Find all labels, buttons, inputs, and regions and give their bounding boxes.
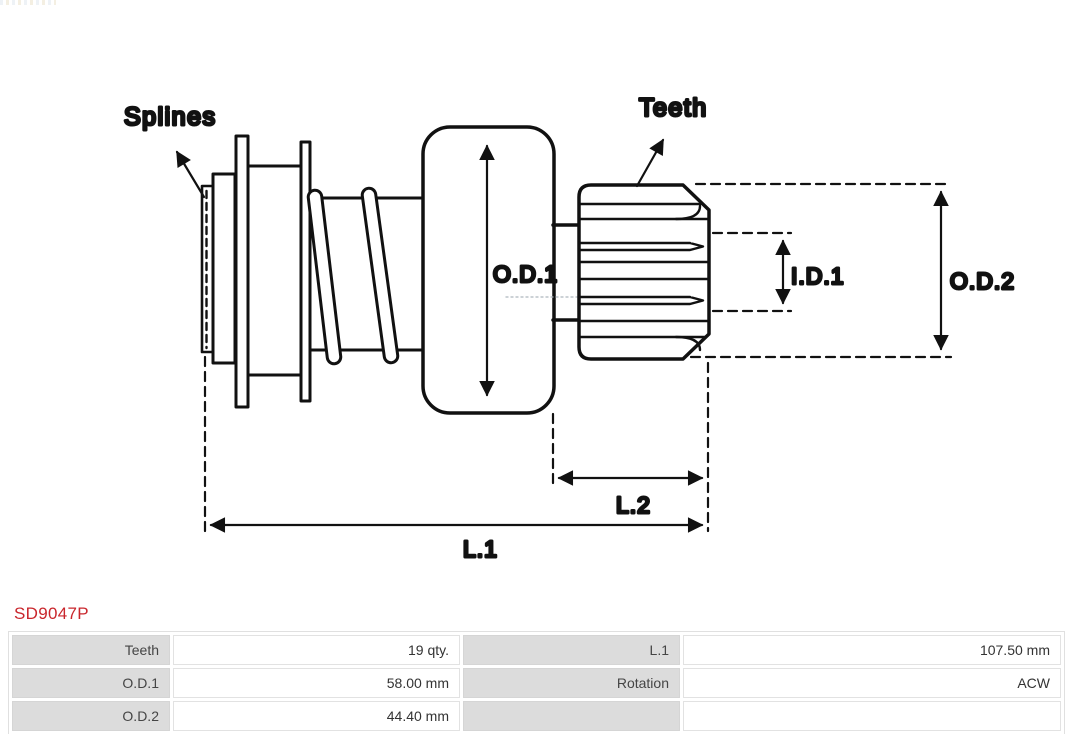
pinion-gear (577, 183, 711, 361)
l2-dim-label: L.2 (616, 492, 651, 518)
dimension-l2: L.2 (557, 470, 704, 520)
spec-label-l1: L.1 (463, 635, 680, 665)
id1-dim-label: I.D.1 (791, 263, 845, 289)
spec-value-empty (683, 701, 1061, 731)
starter-drive-diagram: Splines Teeth O.D.1 I.D.1 O. (123, 93, 1016, 564)
spec-value-teeth: 19 qty. (173, 635, 460, 665)
spec-value-od2: 44.40 mm (173, 701, 460, 731)
splines-label: Splines (124, 103, 217, 131)
dimension-l1: L.1 (209, 517, 704, 564)
spec-row-2: O.D.1 58.00 mm Rotation ACW (12, 668, 1061, 698)
spring-coil (306, 186, 400, 366)
drive-outline (200, 125, 581, 415)
od1-dim-label: O.D.1 (493, 261, 558, 287)
splines-arrow (175, 150, 206, 199)
spec-value-od1: 58.00 mm (173, 668, 460, 698)
dimension-id1: I.D.1 (775, 239, 845, 305)
l1-dim-label: L.1 (463, 536, 498, 562)
page-corner-artifact (0, 0, 56, 5)
teeth-arrow (635, 138, 665, 188)
teeth-callout: Teeth (635, 93, 708, 188)
dimension-od1: O.D.1 (479, 144, 559, 397)
teeth-label: Teeth (639, 94, 708, 122)
spec-value-l1: 107.50 mm (683, 635, 1061, 665)
spec-label-od2: O.D.2 (12, 701, 170, 731)
dimension-od2: O.D.2 (933, 190, 1016, 351)
spec-row-3: O.D.2 44.40 mm (12, 701, 1061, 731)
od2-dim-label: O.D.2 (950, 268, 1015, 294)
spec-label-teeth: Teeth (12, 635, 170, 665)
splines-callout: Splines (123, 102, 217, 199)
extension-lines (203, 182, 953, 533)
spec-label-od1: O.D.1 (12, 668, 170, 698)
spec-label-empty (463, 701, 680, 731)
spec-value-rotation: ACW (683, 668, 1061, 698)
spec-label-rotation: Rotation (463, 668, 680, 698)
product-code: SD9047P (14, 604, 89, 623)
spec-row-1: Teeth 19 qty. L.1 107.50 mm (12, 635, 1061, 665)
spec-table: Teeth 19 qty. L.1 107.50 mm O.D.1 58.00 … (8, 631, 1065, 734)
